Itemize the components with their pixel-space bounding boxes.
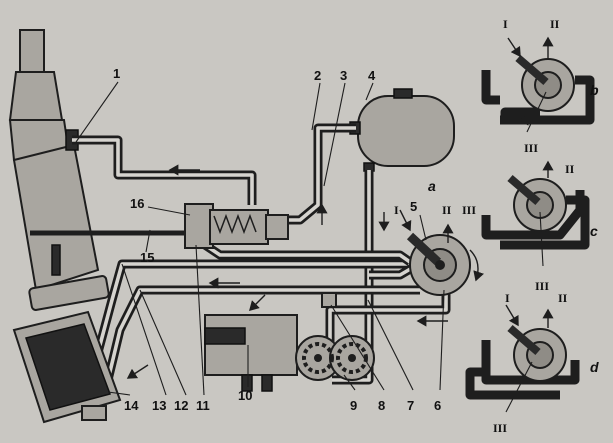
flow-arrows <box>126 36 554 379</box>
filter-box <box>12 310 122 424</box>
position-labels: a b c d <box>428 82 599 375</box>
label-12: 12 <box>174 398 188 413</box>
port-d-III: III <box>493 421 507 435</box>
check-valve <box>321 292 337 308</box>
label-4: 4 <box>368 68 376 83</box>
oil-tank <box>349 88 455 172</box>
hydraulic-cylinder <box>8 29 110 311</box>
label-15: 15 <box>140 250 154 265</box>
port-c-II: II <box>565 162 575 176</box>
label-13: 13 <box>152 398 166 413</box>
label-5: 5 <box>410 199 417 214</box>
label-1: 1 <box>113 66 120 81</box>
port-a-II: II <box>442 203 452 217</box>
label-9: 9 <box>350 398 357 413</box>
port-b-II: II <box>550 17 560 31</box>
label-11: 11 <box>196 398 210 413</box>
label-3: 3 <box>340 68 347 83</box>
port-b-III: III <box>524 141 538 155</box>
port-a-III: III <box>462 203 476 217</box>
label-16: 16 <box>130 196 144 211</box>
part-labels: 1 2 3 4 5 6 7 8 9 10 11 12 13 14 15 16 <box>113 66 441 413</box>
valve-position-d <box>465 324 580 400</box>
valve-position-c <box>481 174 590 250</box>
control-valve <box>30 203 289 249</box>
valve-position-b <box>481 54 595 125</box>
label-6: 6 <box>434 398 441 413</box>
label-14: 14 <box>124 398 139 413</box>
leader-lines <box>75 81 547 413</box>
port-d-I: I <box>505 291 510 305</box>
port-a-I: I <box>394 203 399 217</box>
position-b: b <box>590 82 599 98</box>
position-d: d <box>590 359 599 375</box>
label-7: 7 <box>407 398 414 413</box>
port-c-III: III <box>535 279 549 293</box>
port-d-II: II <box>558 291 568 305</box>
port-labels: I II III I II III II III I II III <box>394 17 575 435</box>
label-10: 10 <box>238 388 252 403</box>
position-c: c <box>590 223 598 239</box>
label-2: 2 <box>314 68 321 83</box>
valve-block <box>204 314 298 392</box>
label-8: 8 <box>378 398 385 413</box>
port-b-I: I <box>503 17 508 31</box>
distributor-a <box>406 232 471 296</box>
position-a: a <box>428 178 436 194</box>
gear-pump <box>295 335 375 381</box>
